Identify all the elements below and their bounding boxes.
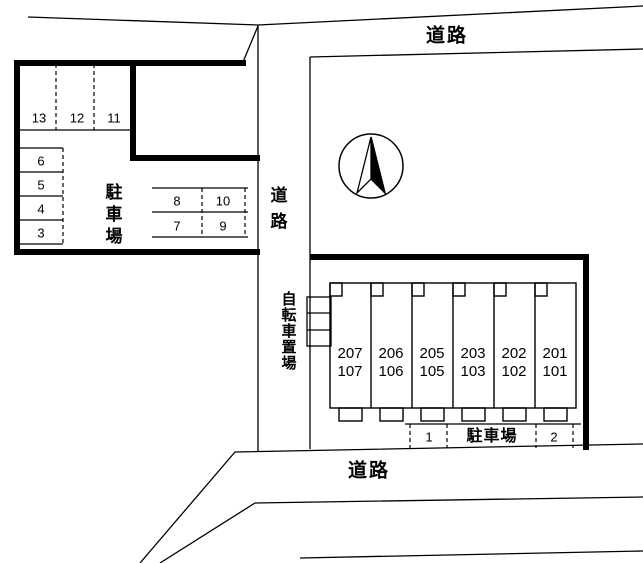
bottom-stall-2: 2 — [550, 429, 558, 445]
left-parking-label: 駐車場 — [102, 183, 122, 249]
wall-to-road-diagonal — [242, 25, 259, 63]
unit-upper: 205 — [419, 345, 445, 362]
compass-icon — [338, 133, 404, 199]
unit-lower: 105 — [419, 363, 445, 380]
unit-upper: 207 — [337, 345, 363, 362]
unit-upper: 202 — [501, 345, 527, 362]
bottom-parking-label: 駐車場 — [466, 428, 518, 445]
unit-upper: 201 — [542, 345, 568, 362]
unit-label-203-103: 203 103 — [460, 345, 485, 381]
stall-10: 10 — [215, 193, 231, 209]
stall-13: 13 — [31, 110, 47, 126]
unit-lower: 103 — [460, 363, 486, 380]
unit-label-207-107: 207 107 — [337, 345, 362, 381]
stall-11: 11 — [107, 110, 121, 126]
unit-lower: 107 — [337, 363, 363, 380]
bottom-stall-1: 1 — [425, 429, 433, 445]
building-outline — [329, 282, 577, 422]
stall-5: 5 — [37, 177, 45, 193]
stall-12: 12 — [69, 110, 85, 126]
road-label-bottom: 道路 — [347, 460, 391, 482]
bicycle-rack — [306, 296, 332, 347]
left-parking-stall-lines — [17, 64, 248, 245]
stall-4: 4 — [37, 201, 45, 217]
unit-upper: 203 — [460, 345, 486, 362]
road-label-top: 道路 — [425, 25, 469, 47]
unit-lower: 106 — [378, 363, 404, 380]
bottom-parking-lines — [405, 423, 581, 448]
road-label-vertical: 道路 — [267, 186, 287, 238]
bottom-road-lines — [139, 443, 643, 563]
unit-lower: 102 — [501, 363, 527, 380]
unit-upper: 206 — [378, 345, 404, 362]
building-walls — [310, 254, 589, 450]
unit-label-202-102: 202 102 — [501, 345, 526, 381]
stall-9: 9 — [219, 218, 227, 234]
stall-3: 3 — [37, 225, 45, 241]
stall-7: 7 — [173, 218, 181, 234]
unit-lower: 101 — [542, 363, 568, 380]
unit-label-201-101: 201 101 — [542, 345, 567, 381]
bicycle-parking-label: 自転車置場 — [279, 291, 297, 371]
left-parking-walls — [14, 60, 260, 255]
unit-label-206-106: 206 106 — [378, 345, 403, 381]
vertical-road-lines — [257, 25, 311, 451]
stall-6: 6 — [37, 153, 45, 169]
top-road-lines — [27, 5, 643, 58]
stall-8: 8 — [173, 193, 181, 209]
unit-label-205-105: 205 105 — [419, 345, 444, 381]
